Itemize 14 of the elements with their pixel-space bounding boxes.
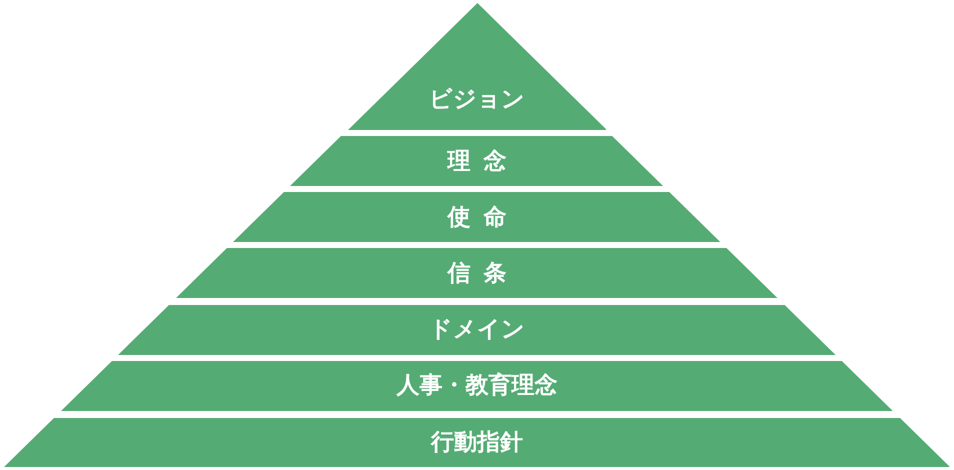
tier-label: ビジョン — [428, 88, 525, 112]
pyramid-tier — [118, 305, 836, 355]
tier-label: 使命 — [446, 206, 519, 230]
pyramid-tier — [176, 248, 778, 298]
pyramid-tier — [4, 418, 950, 467]
tier-label: 信条 — [446, 262, 519, 286]
pyramid-tier — [290, 136, 664, 186]
tier-label: ドメイン — [428, 318, 525, 342]
pyramid-tier — [233, 192, 721, 242]
tier-label: 人事・教育理念 — [396, 374, 558, 398]
tier-label: 行動指針 — [431, 432, 523, 454]
pyramid-tier — [348, 3, 606, 130]
tier-label: 理念 — [446, 150, 519, 174]
pyramid-tier — [61, 361, 893, 411]
